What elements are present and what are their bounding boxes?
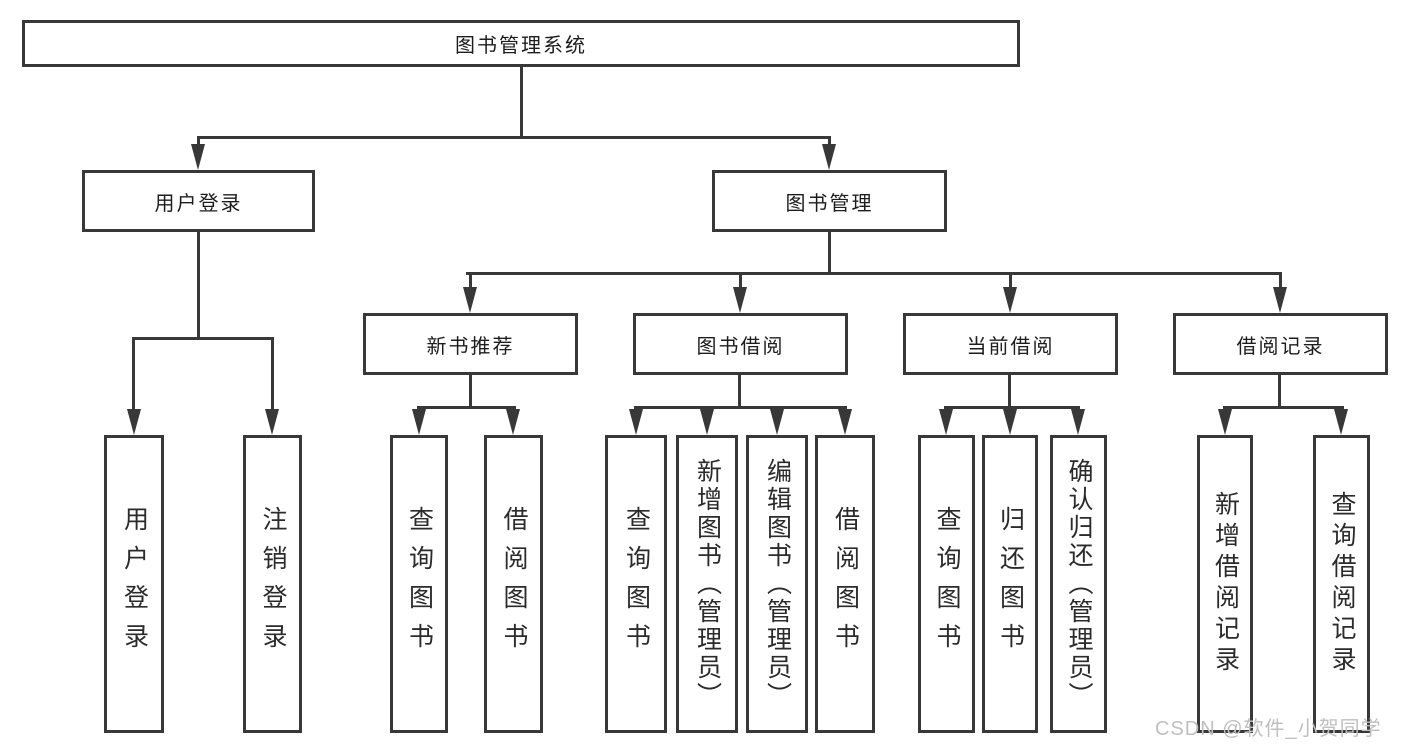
arrowhead-down-icon xyxy=(838,409,852,435)
node-label: 新书推荐 xyxy=(426,335,515,358)
node-label: 借阅记录 xyxy=(1236,335,1325,358)
node-book-management-system: 图书管理系统 xyxy=(22,20,1020,67)
node-return-books: 归还图书 xyxy=(982,435,1038,733)
connector-stem xyxy=(738,375,741,407)
arrowhead-down-icon xyxy=(1003,409,1017,435)
arrowhead-down-icon xyxy=(939,409,953,435)
node-query-books-2: 查询图书 xyxy=(605,435,667,733)
node-new-book-recommendation: 新书推荐 xyxy=(363,313,578,375)
arrowhead-down-icon xyxy=(770,409,784,435)
arrowhead-down-icon xyxy=(506,409,520,435)
node-borrow-books-2: 借阅图书 xyxy=(815,435,875,733)
connector-stem xyxy=(132,337,135,412)
node-label: 新增借阅记录 xyxy=(1211,491,1240,677)
node-edit-book-admin: 编辑图书（管理员） xyxy=(746,435,808,733)
connector-stem xyxy=(1009,272,1012,290)
node-query-books-1: 查询图书 xyxy=(390,435,448,733)
arrowhead-down-icon xyxy=(1003,287,1017,313)
connector-root-stem xyxy=(520,67,523,136)
arrowhead-down-icon xyxy=(1071,409,1085,435)
node-label: 查询图书 xyxy=(622,506,651,662)
connector-stem xyxy=(469,375,472,407)
arrowhead-down-icon xyxy=(629,409,643,435)
node-label: 归还图书 xyxy=(996,506,1025,662)
arrowhead-down-icon xyxy=(700,409,714,435)
node-label: 编辑图书（管理员） xyxy=(763,458,792,710)
connector-bus xyxy=(417,406,516,409)
connector-bookmgmt-stem xyxy=(828,232,831,272)
watermark: CSDN @软件_小贺同学 xyxy=(1155,718,1382,740)
node-logout: 注销登录 xyxy=(243,435,302,733)
connector-bus xyxy=(944,406,1080,409)
connector-stem xyxy=(271,337,274,412)
node-borrow-books-1: 借阅图书 xyxy=(484,435,543,733)
connector-root-bus xyxy=(197,136,831,139)
node-label: 查询借阅记录 xyxy=(1328,491,1356,677)
node-label: 确认归还（管理员） xyxy=(1065,458,1093,710)
node-label: 借阅图书 xyxy=(500,506,528,662)
connector-bus xyxy=(634,406,847,409)
arrowhead-down-icon xyxy=(412,409,426,435)
connector-bus xyxy=(1223,406,1344,409)
connector-stem xyxy=(1279,272,1282,290)
node-label: 查询图书 xyxy=(405,506,434,662)
connector-stem xyxy=(739,272,742,290)
node-confirm-return-admin: 确认归还（管理员） xyxy=(1050,435,1107,733)
arrowhead-down-icon xyxy=(822,144,836,170)
connector-bookmgmt-bus xyxy=(466,272,1282,275)
node-label: 图书借阅 xyxy=(696,335,785,358)
node-user-login-group: 用户登录 xyxy=(82,170,315,232)
node-label: 新增图书（管理员） xyxy=(693,458,722,710)
node-label: 图书管理 xyxy=(785,192,874,215)
node-query-borrow-record: 查询借阅记录 xyxy=(1313,435,1370,733)
connector-stem xyxy=(828,136,831,150)
arrowhead-down-icon xyxy=(1218,409,1232,435)
node-label: 借阅图书 xyxy=(831,506,860,662)
node-label: 查询图书 xyxy=(933,506,961,662)
node-current-borrowing: 当前借阅 xyxy=(903,313,1118,375)
node-query-books-3: 查询图书 xyxy=(918,435,975,733)
node-label: 图书管理系统 xyxy=(455,35,587,57)
connector-stem xyxy=(197,136,200,150)
node-label: 注销登录 xyxy=(259,506,287,662)
node-borrowing-records: 借阅记录 xyxy=(1173,313,1388,375)
node-user-login: 用户登录 xyxy=(104,435,164,733)
arrowhead-down-icon xyxy=(463,287,477,313)
node-add-book-admin: 新增图书（管理员） xyxy=(676,435,738,733)
node-add-borrow-record: 新增借阅记录 xyxy=(1197,435,1253,733)
connector-stem xyxy=(1278,375,1281,407)
arrowhead-down-icon xyxy=(1334,409,1348,435)
arrowhead-down-icon xyxy=(191,144,205,170)
arrowhead-down-icon xyxy=(1273,287,1287,313)
node-book-management: 图书管理 xyxy=(712,170,947,232)
node-label: 用户登录 xyxy=(120,506,149,662)
arrowhead-down-icon xyxy=(733,287,747,313)
node-label: 用户登录 xyxy=(154,192,243,215)
connector-stem xyxy=(1008,375,1011,407)
arrowhead-down-icon xyxy=(265,409,279,435)
connector-userlogin-bus xyxy=(132,337,273,340)
node-book-borrowing: 图书借阅 xyxy=(633,313,848,375)
connector-userlogin-stem xyxy=(197,232,200,337)
node-label: 当前借阅 xyxy=(966,335,1055,358)
connector-stem xyxy=(469,272,472,290)
arrowhead-down-icon xyxy=(127,409,141,435)
